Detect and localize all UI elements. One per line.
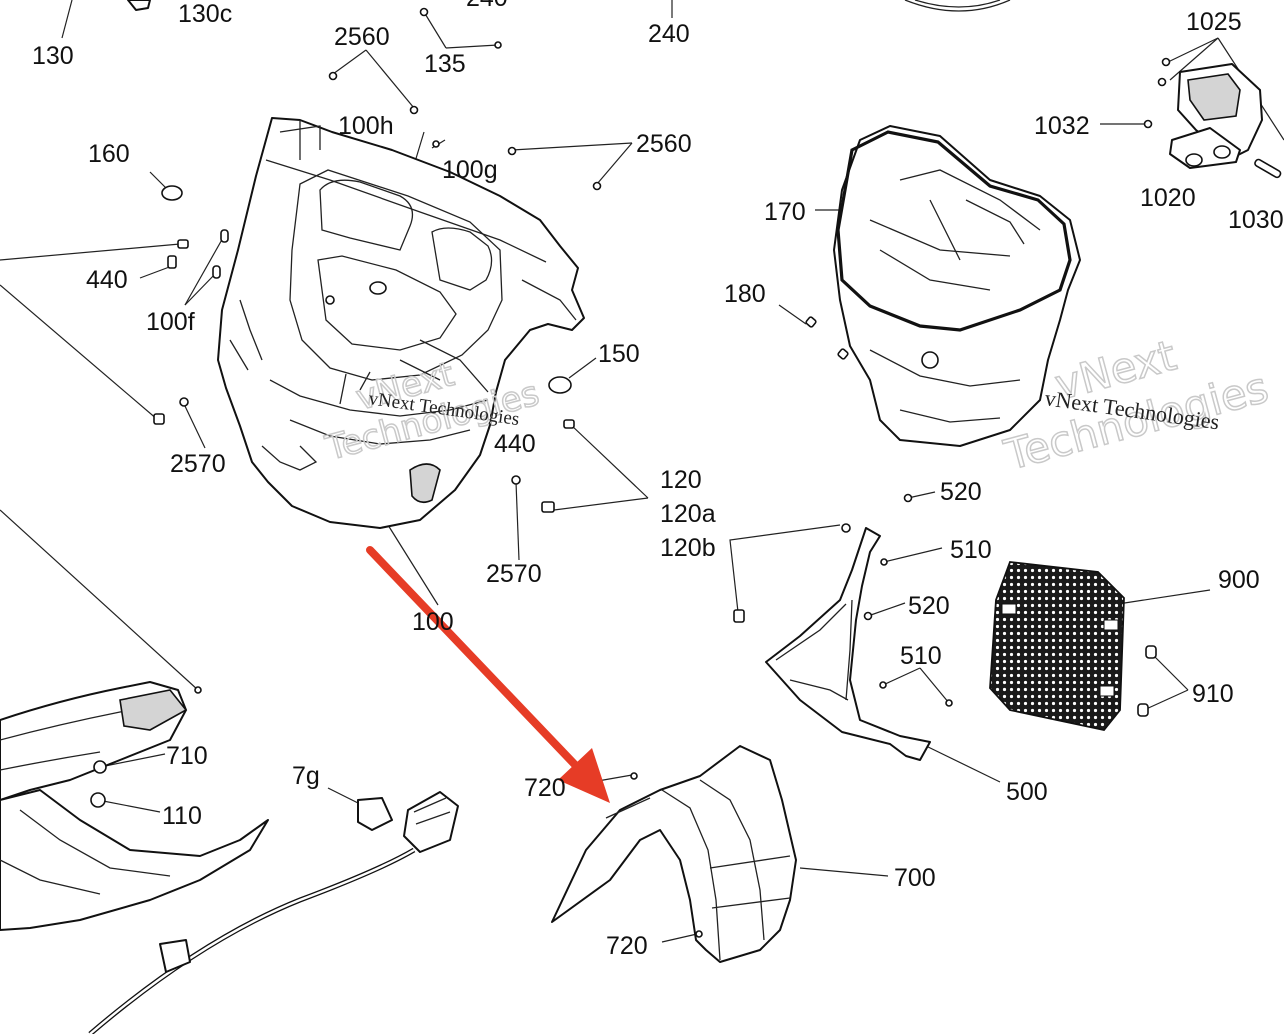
callout-170: 170	[764, 198, 806, 226]
callout-520-top: 520	[940, 478, 982, 506]
callout-240: 240	[648, 20, 690, 48]
callout-510-top: 510	[950, 536, 992, 564]
intake-silencer	[805, 125, 1081, 447]
callout-120a: 120a	[660, 500, 716, 528]
callout-440-left: 440	[86, 266, 128, 294]
callout-440-center: 440	[494, 430, 536, 458]
callout-500: 500	[1006, 778, 1048, 806]
callout-150: 150	[598, 340, 640, 368]
callout-100: 100	[412, 608, 454, 636]
callout-120b: 120b	[660, 534, 716, 562]
callout-1020: 1020	[1140, 184, 1196, 212]
callout-700: 700	[894, 864, 936, 892]
callout-180: 180	[724, 280, 766, 308]
callout-520-mid: 520	[908, 592, 950, 620]
wiring-harness	[88, 791, 459, 1034]
callout-labels: 130 130c 240 240 2560 135 100h 100g 2560…	[32, 0, 1284, 960]
callout-900: 900	[1218, 566, 1260, 594]
latch-assembly	[1143, 57, 1282, 179]
callout-240-top: 240	[466, 0, 508, 12]
callout-160: 160	[88, 140, 130, 168]
side-panel	[733, 493, 953, 761]
heat-shield	[551, 745, 797, 963]
callout-120: 120	[660, 466, 702, 494]
red-arrow-icon	[366, 546, 610, 803]
air-intake-housing	[217, 117, 585, 529]
callout-710: 710	[166, 742, 208, 770]
callout-2570-left: 2570	[170, 450, 226, 478]
callout-2560-top: 2560	[334, 23, 390, 51]
callout-100g: 100g	[442, 156, 498, 184]
callout-2560-right: 2560	[636, 130, 692, 158]
callout-130: 130	[32, 42, 74, 70]
mesh-grille	[989, 561, 1157, 731]
callout-7g: 7g	[292, 762, 320, 790]
callout-100h: 100h	[338, 112, 394, 140]
callout-1032: 1032	[1034, 112, 1090, 140]
callout-110: 110	[162, 802, 202, 830]
callout-130c: 130c	[178, 0, 232, 28]
callout-1025: 1025	[1186, 8, 1242, 36]
callout-1030: 1030	[1228, 206, 1284, 234]
top-left-hardware	[127, 0, 1011, 12]
callout-910: 910	[1192, 680, 1234, 708]
callout-720-bottom: 720	[606, 932, 648, 960]
callout-510-mid: 510	[900, 642, 942, 670]
callout-100f: 100f	[146, 308, 195, 336]
callout-135: 135	[424, 50, 466, 78]
housing-hardware	[153, 7, 602, 513]
callout-720-top: 720	[524, 774, 566, 802]
callout-2570-center: 2570	[486, 560, 542, 588]
front-body	[0, 681, 269, 931]
